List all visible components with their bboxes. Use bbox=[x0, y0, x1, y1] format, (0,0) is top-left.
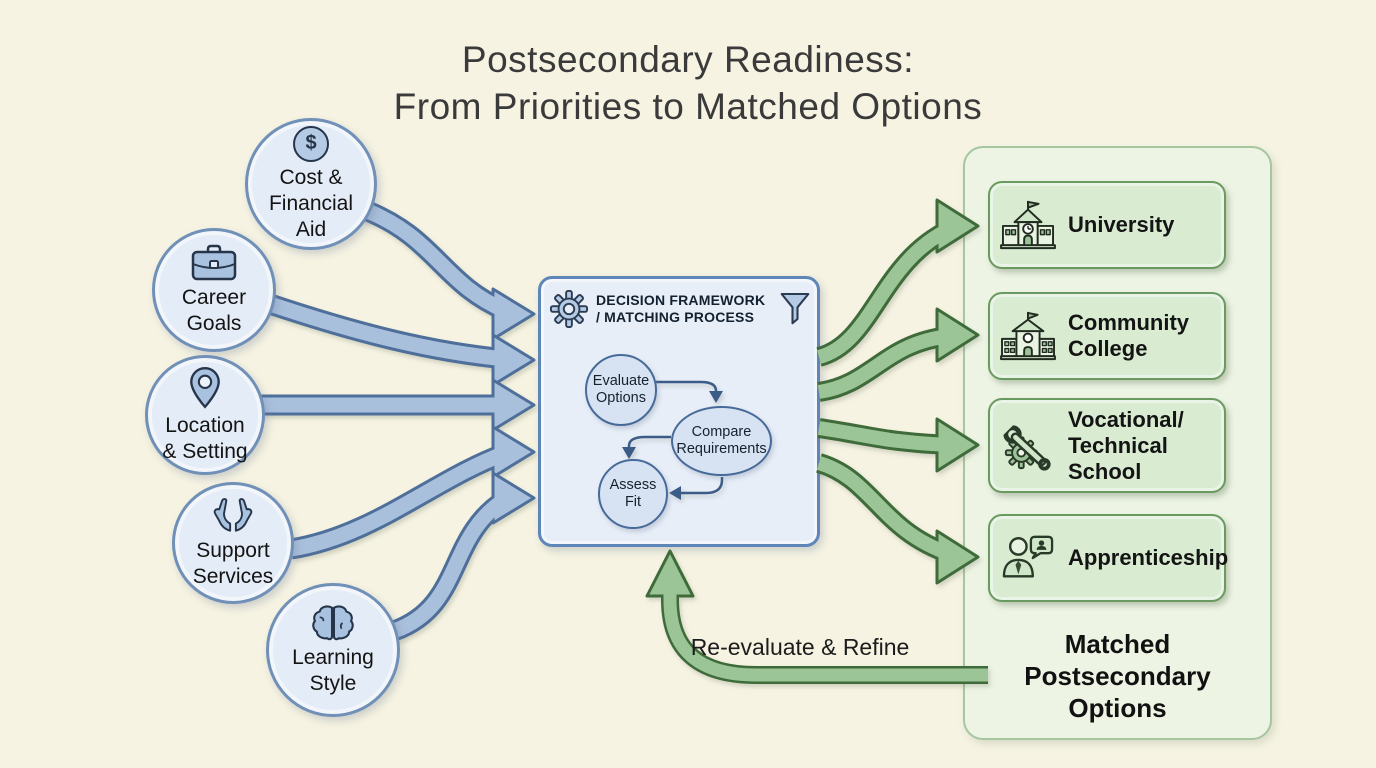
option-label: Vocational/ Technical School bbox=[1068, 406, 1184, 484]
person-chat-icon bbox=[1000, 532, 1056, 584]
priority-node-career-goals: Career Goals bbox=[152, 228, 276, 352]
decision-framework-title: DECISION FRAMEWORK / MATCHING PROCESS bbox=[596, 291, 766, 326]
option-card-vocational-technical: Vocational/ Technical School bbox=[988, 398, 1226, 493]
university-icon bbox=[1000, 199, 1056, 251]
college-icon bbox=[1000, 310, 1056, 362]
priority-label: Learning Style bbox=[292, 645, 374, 695]
dollar-glyph: $ bbox=[305, 132, 317, 154]
gear-icon bbox=[550, 290, 588, 328]
briefcase-icon bbox=[191, 244, 237, 280]
arrow-location-to-framework bbox=[261, 378, 536, 432]
decision-framework-box bbox=[538, 276, 820, 547]
step-compare-requirements: Compare Requirements bbox=[671, 406, 772, 476]
priority-label: Cost & Financial Aid bbox=[268, 165, 354, 241]
wrench-gear-icon bbox=[1000, 420, 1056, 472]
funnel-icon bbox=[780, 292, 810, 325]
panel-caption: Matched Postsecondary Options bbox=[1024, 629, 1211, 723]
arrow-framework-to-college bbox=[817, 307, 980, 402]
arrow-cost-to-framework bbox=[360, 200, 536, 341]
priority-node-location-setting: Location & Setting bbox=[145, 355, 265, 475]
priority-node-cost-financial-aid: $ Cost & Financial Aid bbox=[245, 118, 377, 250]
decision-framework-header: DECISION FRAMEWORK / MATCHING PROCESS bbox=[550, 290, 810, 328]
arrow-career-to-framework bbox=[266, 294, 536, 387]
brain-icon bbox=[312, 604, 354, 640]
page-title: Postsecondary Readiness: From Priorities… bbox=[393, 39, 983, 127]
map-pin-icon bbox=[190, 366, 220, 409]
option-label: Apprenticeship bbox=[1068, 545, 1229, 570]
dollar-icon: $ bbox=[293, 125, 329, 162]
hands-icon bbox=[213, 497, 253, 532]
arrow-learning-to-framework bbox=[390, 471, 536, 641]
priority-node-learning-style: Learning Style bbox=[266, 583, 400, 717]
step-evaluate-options: Evaluate Options bbox=[585, 354, 657, 426]
arrow-framework-to-apprenticeship bbox=[815, 453, 980, 585]
option-card-community-college: Community College bbox=[988, 292, 1226, 380]
option-card-apprenticeship: Apprenticeship bbox=[988, 514, 1229, 602]
step-assess-fit: Assess Fit bbox=[598, 459, 668, 529]
option-label: University bbox=[1068, 212, 1175, 237]
priority-label: Location & Setting bbox=[162, 413, 248, 463]
priority-node-support-services: Support Services bbox=[172, 482, 294, 604]
option-card-university: University bbox=[988, 181, 1226, 269]
feedback-label: Re-evaluate & Refine bbox=[690, 634, 910, 660]
option-label: Community College bbox=[1068, 310, 1189, 361]
arrow-support-to-framework bbox=[289, 425, 536, 560]
arrow-framework-to-university bbox=[815, 198, 980, 367]
arrow-framework-to-vocational bbox=[817, 417, 980, 473]
priority-label: Career Goals bbox=[181, 285, 247, 335]
priority-label: Support Services bbox=[192, 538, 274, 588]
